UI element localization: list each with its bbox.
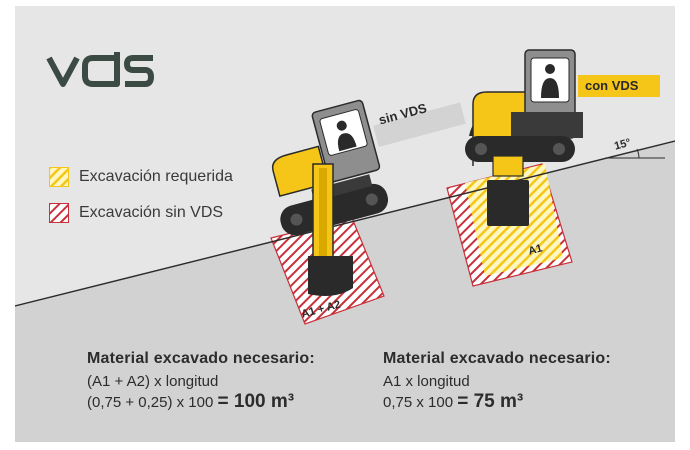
- slope-line: [15, 140, 675, 307]
- excavation-scene: [15, 6, 675, 442]
- excavator-with-vds: [465, 49, 583, 226]
- legend-label: Excavación requerida: [79, 168, 233, 185]
- vds-logo-icon: [46, 52, 154, 87]
- excavator-without-vds: [271, 99, 389, 236]
- result-calc: 0,75 x 100: [383, 394, 454, 411]
- result-formula: A1 x longitud: [383, 373, 470, 390]
- excavator-arm: [492, 155, 524, 177]
- result-title: Material excavado necesario:: [383, 350, 611, 367]
- result-formula: (A1 + A2) x longitud: [87, 373, 219, 390]
- legend-label: Excavación sin VDS: [79, 204, 224, 221]
- result-total: = 100 m³: [217, 391, 295, 412]
- result-total: = 75 m³: [457, 391, 524, 412]
- diagram-canvas: Excavación requerida Excavación sin VDS …: [15, 6, 675, 442]
- label-box-with-vds: [578, 75, 660, 97]
- result-with-vds: Material excavado necesario: A1 x longit…: [383, 350, 611, 413]
- label-box-without-vds: [373, 102, 466, 147]
- bucket-icon: [308, 256, 353, 296]
- legend: Excavación requerida Excavación sin VDS: [49, 166, 233, 238]
- yellow-hatch-swatch-icon: [49, 167, 69, 187]
- bucket-icon: [487, 180, 529, 226]
- legend-item-without-vds: Excavación sin VDS: [49, 202, 233, 224]
- result-calc: (0,75 + 0,25) x 100: [87, 394, 214, 411]
- result-without-vds: Material excavado necesario: (A1 + A2) x…: [87, 350, 315, 413]
- angle-arc: [636, 148, 640, 159]
- result-title: Material excavado necesario:: [87, 350, 315, 367]
- legend-item-required: Excavación requerida: [49, 166, 233, 188]
- excavator-track-icon: [280, 183, 389, 236]
- label-with-vds: con VDS: [585, 78, 639, 93]
- red-hatch-swatch-icon: [49, 203, 69, 223]
